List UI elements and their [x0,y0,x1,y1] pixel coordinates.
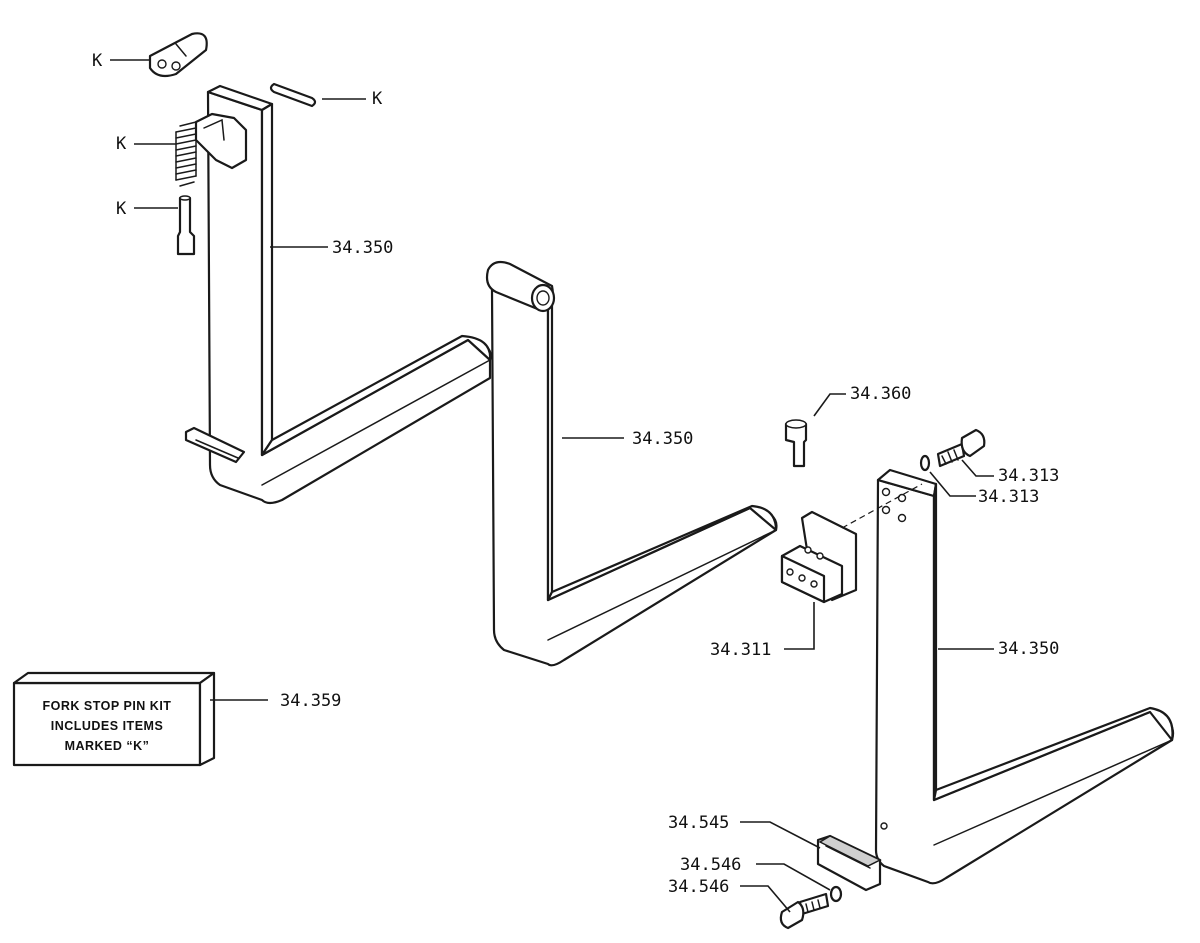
callout-k-pin: K [116,199,127,219]
callout-washer-upper: 34.313 [978,487,1039,507]
fork-middle [485,260,778,667]
callout-k-roll-pin: K [372,89,383,109]
callout-block: 34.311 [710,640,771,660]
callout-k-latch: K [92,51,103,71]
upper-bolt-washer [919,428,986,472]
mounting-block [780,483,923,604]
k-latch-clevis [148,32,208,78]
callout-heel-block: 34.545 [668,813,729,833]
kit-box-line-2: INCLUDES ITEMS [51,719,164,733]
callout-fork-left: 34.350 [332,238,393,258]
fork-right [874,468,1175,885]
callout-bolt-lower: 34.546 [668,877,729,897]
callout-fork-right: 34.350 [998,639,1059,659]
lower-bolt-washer [779,885,843,930]
fork-left [184,84,492,505]
callout-bolt-upper: 34.313 [998,466,1059,486]
stop-pin [784,419,808,468]
callout-labels: K K K K 34.350 34.350 34.360 34.313 34.3… [92,51,1059,897]
callout-stop-pin: 34.360 [850,384,911,404]
kit-box-line-3: MARKED “K” [65,739,150,753]
callout-fork-middle: 34.350 [632,429,693,449]
k-roll-pin [269,82,317,108]
callout-kit: 34.359 [280,691,341,711]
leader-lines [110,59,994,913]
callout-washer-lower: 34.546 [680,855,741,875]
fork-stop-pin-kit-box: FORK STOP PIN KIT INCLUDES ITEMS MARKED … [12,671,216,767]
kit-box-line-1: FORK STOP PIN KIT [43,699,172,713]
k-spring [175,121,197,187]
heel-block [816,834,882,892]
callout-k-spring: K [116,134,127,154]
k-pin [176,195,196,256]
